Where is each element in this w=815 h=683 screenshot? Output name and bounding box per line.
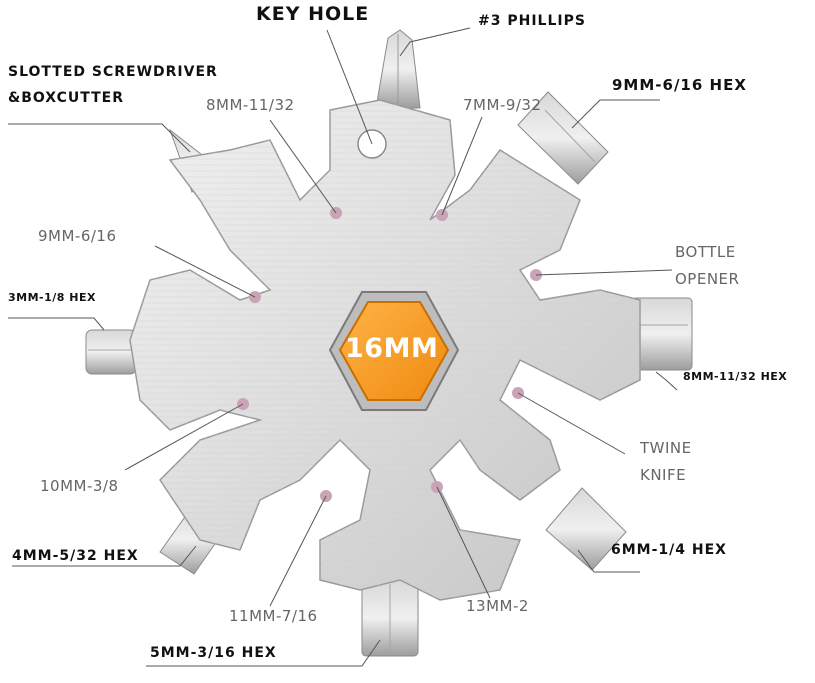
label-11mm-inner: 11MM-7/16 [229,607,318,625]
leader-4mm [12,545,197,567]
label-twine-line2: KNIFE [640,466,687,484]
center-hex-label: 16MM [345,333,439,364]
label-bottle-line1: BOTTLE [675,243,736,261]
hex-8mm-right-bit [631,297,693,371]
label-hex-3mm: 3MM-1/8 HEX [8,291,96,304]
hex-9mm-top-bit [517,91,609,185]
leader-key-hole [326,29,373,145]
leader-10mm [124,403,244,471]
leader-5mm [146,639,381,667]
leader-11mm [269,495,327,607]
leader-phillips [399,27,471,57]
phillips-bit [375,29,421,109]
label-8mm-inner: 8MM-11/32 [206,96,295,114]
label-hex-5mm: 5MM-3/16 HEX [150,645,277,661]
label-key-hole: KEY HOLE [256,3,370,25]
hex-bit-protrusions [85,29,693,657]
label-hex-4mm: 4MM-5/32 HEX [12,548,139,564]
leader-9mm [154,245,256,298]
leader-3mm [8,317,105,331]
leader-7mm [441,116,483,216]
leader-13mm [436,486,491,599]
label-13mm-inner: 13MM-2 [466,597,529,615]
label-9mm-inner: 9MM-6/16 [38,227,117,245]
leader-8mm [269,119,337,214]
label-slotted-line1: SLOTTED SCREWDRIVER [8,64,218,80]
label-slotted-line2: &BOXCUTTER [8,90,124,106]
label-7mm-inner: 7MM-9/32 [463,96,542,114]
hex-5mm-bit [361,579,419,657]
leader-lines [8,27,678,667]
label-hex-9mm-top: 9MM-6/16 HEX [612,76,747,94]
label-twine-line1: TWINE [640,439,692,457]
hex-6mm-bit [545,487,627,571]
label-bottle-line2: OPENER [675,270,740,288]
leader-bottle [535,269,673,276]
label-hex-8mm-right: 8MM-11/32 HEX [683,370,788,383]
label-phillips: #3 PHILLIPS [478,13,586,29]
hex-3mm-bit [85,329,137,375]
leader-twine [517,392,626,455]
center-hex-16mm [328,291,460,411]
leader-slotted [8,123,191,153]
label-hex-6mm: 6MM-1/4 HEX [611,542,727,558]
leader-8mm-right [655,371,678,391]
leader-hex-9mm-top [571,99,660,129]
label-10mm-inner: 10MM-3/8 [40,477,119,495]
leader-6mm [577,549,640,573]
